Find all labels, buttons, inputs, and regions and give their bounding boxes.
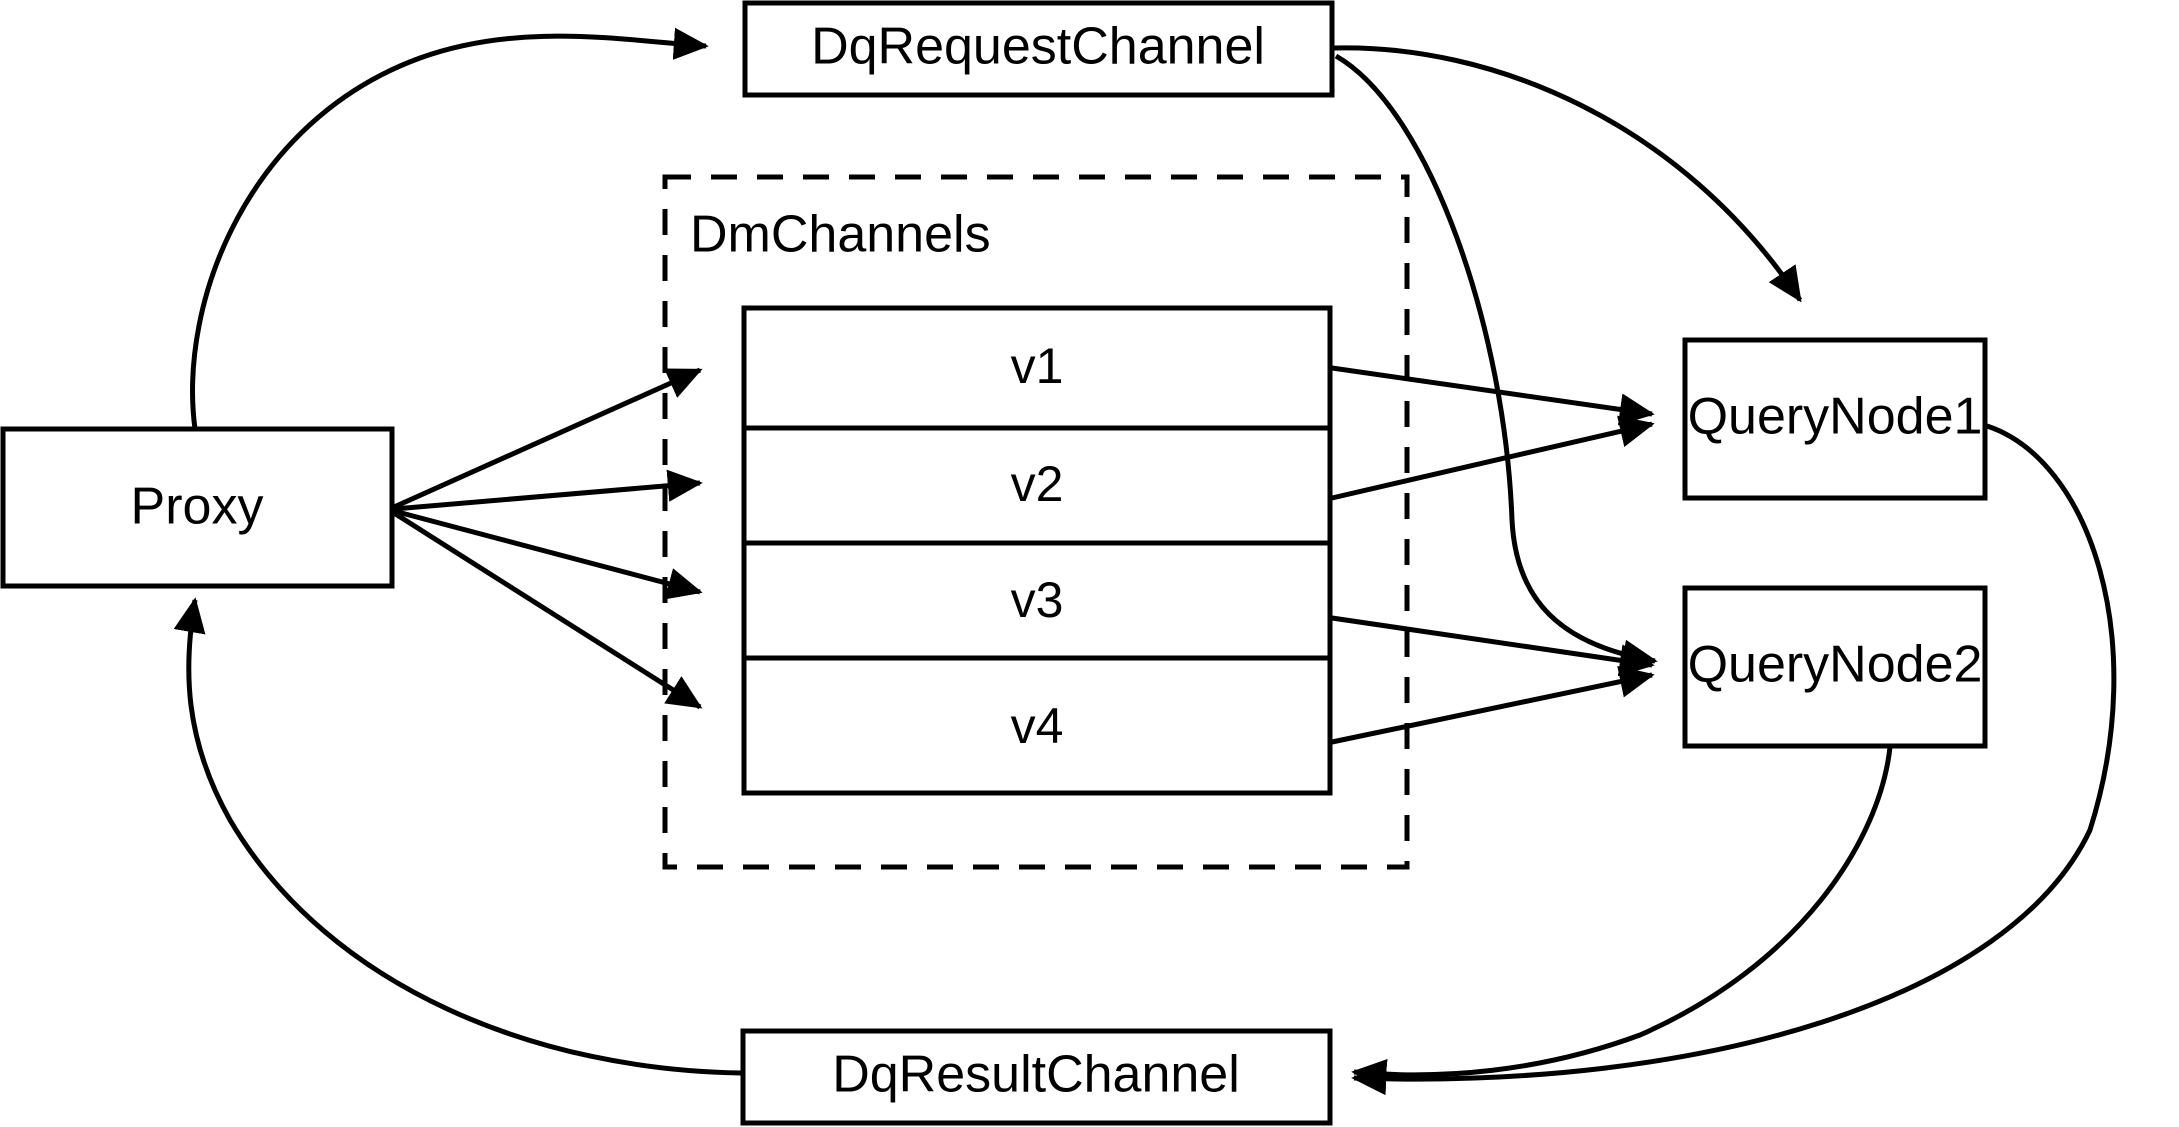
edge-proxy-to-v3 [393,508,703,600]
edge-v2-to-querynode1 [1331,415,1655,501]
edge-dqrequestchannel-to-querynode2 [1334,53,1658,672]
edge-proxy-to-v4 [392,510,703,710]
edge-v1-to-querynode1 [1331,365,1655,426]
node-querynode2-label: QueryNode2 [1688,636,1983,694]
edge-querynode2-to-dqresultchannel [1351,746,1893,1092]
edge-proxy-to-v1 [392,367,703,510]
node-dqresultchannel-label: DqResultChannel [832,1046,1240,1104]
node-querynode1-box[interactable] [1682,337,1988,501]
edge-v3-to-querynode2 [1331,615,1655,677]
dmchannels-row-v2[interactable]: v2 [1011,456,1064,512]
edge-dqrequestchannel-to-querynode1 [1333,45,1803,303]
node-dqrequestchannel-box[interactable] [742,0,1335,98]
node-querynode1-label: QueryNode1 [1688,388,1983,446]
dmchannels-group [662,174,1410,870]
node-proxy-label: Proxy [131,478,264,536]
node-dqrequestchannel-label: DqRequestChannel [811,18,1265,76]
node-proxy-box[interactable] [0,426,395,589]
node-querynode2-box[interactable] [1682,585,1988,749]
edge-proxy-to-v2 [393,469,703,512]
dmchannels-group-label: DmChannels [690,206,991,264]
dmchannels-row-v1[interactable]: v1 [1011,338,1064,394]
edge-v4-to-querynode2 [1331,665,1655,745]
dmchannels-row-v3[interactable]: v3 [1011,572,1064,628]
node-dqresultchannel-box[interactable] [740,1028,1333,1126]
edge-querynode1-to-dqresultchannel [1351,423,2117,1096]
dmchannels-table [741,305,1333,796]
edge-dqresultchannel-to-proxy [173,597,742,1076]
edge-proxy-to-dqrequestchannel [190,27,709,430]
dmchannels-row-v4[interactable]: v4 [1011,698,1064,754]
